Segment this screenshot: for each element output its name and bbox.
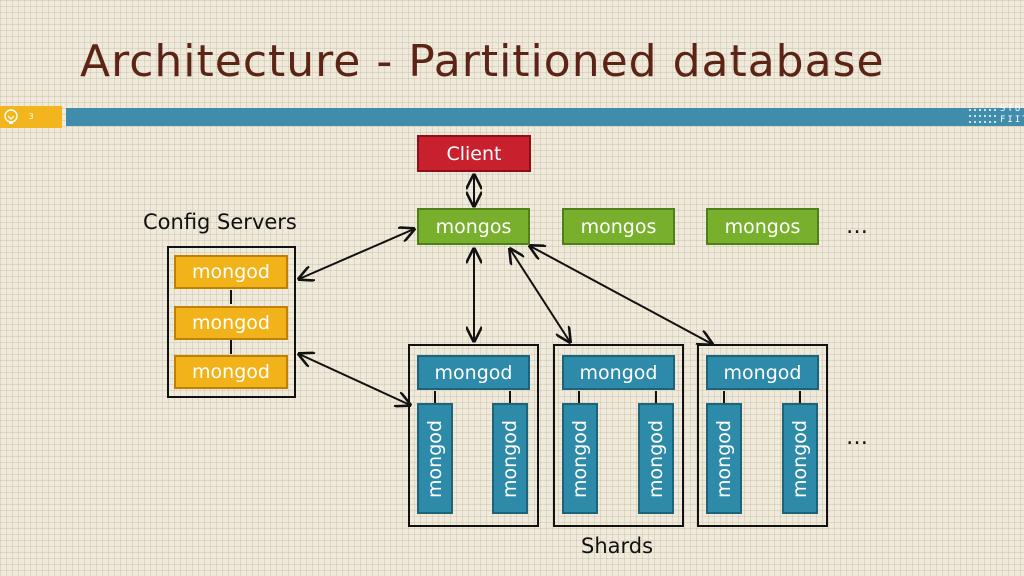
shard-group bbox=[697, 344, 828, 527]
lightbulb-logo-icon bbox=[4, 109, 18, 124]
shard-group bbox=[408, 344, 539, 527]
shard-primary-node: mongod bbox=[706, 355, 819, 390]
header-band bbox=[66, 108, 1024, 126]
slide-number: 3 bbox=[28, 112, 34, 121]
shard-secondary-node: mongod bbox=[562, 403, 598, 514]
shard-secondary-node: mongod bbox=[782, 403, 818, 514]
shard-secondary-node: mongod bbox=[492, 403, 528, 514]
arrow-config-shard bbox=[299, 354, 410, 405]
shards-ellipsis: … bbox=[846, 425, 868, 450]
corner-logo-text: STU FIIT bbox=[1000, 104, 1024, 125]
config-servers-label: Config Servers bbox=[143, 210, 297, 234]
shard-primary-node: mongod bbox=[562, 355, 675, 390]
shards-label: Shards bbox=[581, 534, 654, 558]
mongos-node: mongos bbox=[417, 208, 530, 245]
shard-secondary-node: mongod bbox=[417, 403, 453, 514]
shard-secondary-node: mongod bbox=[638, 403, 674, 514]
shard-primary-node: mongod bbox=[417, 355, 530, 390]
mongos-node: mongos bbox=[706, 208, 819, 245]
config-server-node: mongod bbox=[174, 355, 288, 389]
mongos-ellipsis: … bbox=[846, 214, 868, 239]
shard-secondary-node: mongod bbox=[706, 403, 742, 514]
arrow-mongos-config-top bbox=[299, 229, 414, 279]
slide-title: Architecture - Partitioned database bbox=[80, 36, 885, 87]
mongos-node: mongos bbox=[562, 208, 675, 245]
client-node: Client bbox=[417, 135, 531, 172]
arrow-mongos-shard3 bbox=[530, 246, 712, 344]
config-server-node: mongod bbox=[174, 306, 288, 340]
config-servers-group bbox=[167, 246, 296, 398]
shard-group bbox=[553, 344, 684, 527]
config-server-node: mongod bbox=[174, 255, 288, 289]
dotted-pattern-icon bbox=[969, 109, 996, 123]
